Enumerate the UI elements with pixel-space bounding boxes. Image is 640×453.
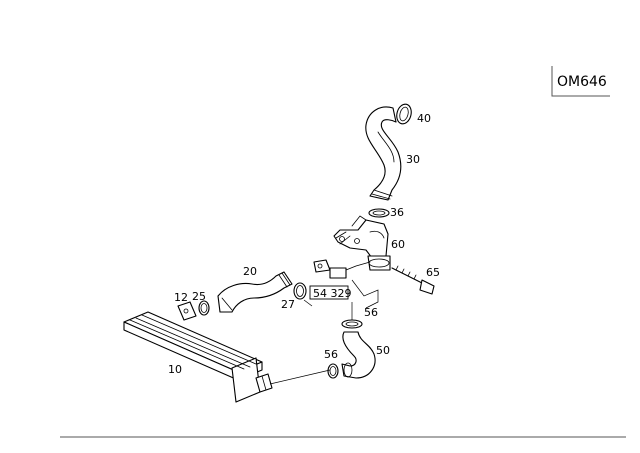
- model-label: OM646: [551, 66, 610, 97]
- callout-65[interactable]: 65: [426, 266, 440, 279]
- callout-27[interactable]: 27: [281, 298, 295, 311]
- part-27-oring[interactable]: [293, 282, 307, 300]
- reference-label: 54 329: [313, 287, 352, 300]
- pressure-sensor[interactable]: [313, 259, 371, 279]
- callout-50[interactable]: 50: [376, 344, 390, 357]
- part-25-oring[interactable]: [198, 300, 210, 316]
- callouts: 40 30 36 60 65 20 27 12 25 56 50 56 10: [168, 112, 440, 376]
- callout-10[interactable]: 10: [168, 363, 182, 376]
- callout-25[interactable]: 25: [192, 290, 206, 303]
- callout-12[interactable]: 12: [174, 291, 188, 304]
- part-36-oring[interactable]: [368, 208, 390, 218]
- part-50-lower-hose[interactable]: [341, 331, 376, 379]
- part-12-bracket[interactable]: [177, 301, 197, 321]
- callout-60[interactable]: 60: [391, 238, 405, 251]
- part-10-intercooler[interactable]: [123, 311, 273, 403]
- reference-54-329[interactable]: 54 329: [309, 285, 352, 300]
- callout-56-lower[interactable]: 56: [324, 348, 338, 361]
- part-56-oring-lower[interactable]: [327, 363, 339, 379]
- part-65-bolt[interactable]: [391, 265, 435, 295]
- part-40-oring[interactable]: [395, 103, 414, 126]
- model-text: OM646: [557, 74, 607, 90]
- part-60-intake-housing[interactable]: [333, 215, 391, 271]
- part-30-upper-hose[interactable]: [365, 106, 402, 201]
- callout-40[interactable]: 40: [417, 112, 431, 125]
- assembly-lines: [269, 279, 379, 385]
- callout-30[interactable]: 30: [406, 153, 420, 166]
- callout-20[interactable]: 20: [243, 265, 257, 278]
- part-20-hose[interactable]: [217, 271, 293, 313]
- part-56-oring-upper[interactable]: [341, 319, 363, 329]
- callout-36[interactable]: 36: [390, 206, 404, 219]
- callout-56-upper[interactable]: 56: [364, 306, 378, 319]
